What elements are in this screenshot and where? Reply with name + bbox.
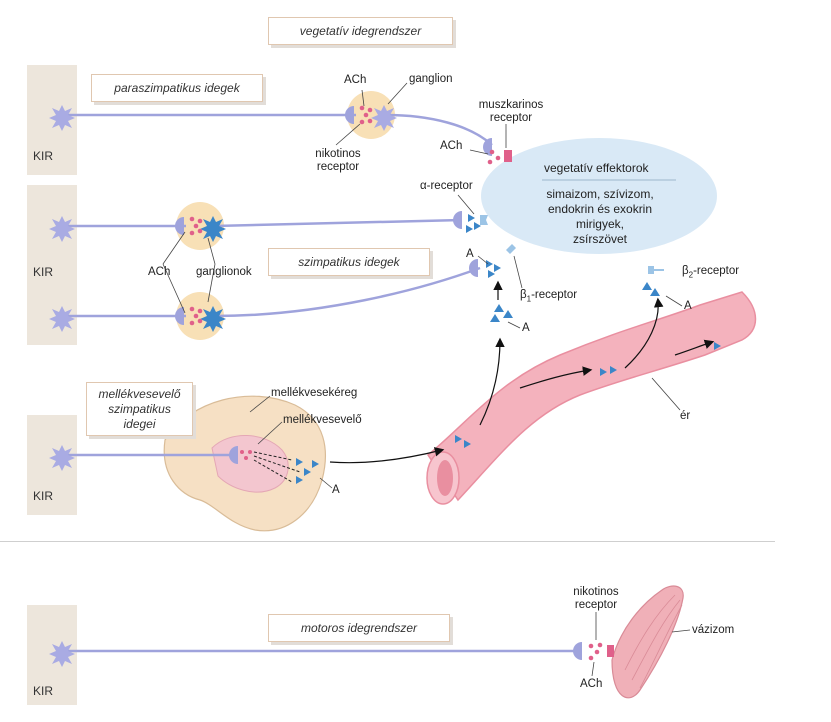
label-nicotinic-para-1: nikotinos: [315, 148, 361, 160]
beta2-sub: 2: [688, 270, 694, 280]
label-adrenaline-adrenal: A: [332, 484, 340, 496]
nerve-axons: [62, 113, 582, 653]
label-muscarinic-1: muszkarinos: [478, 99, 544, 111]
title-sympathetic: szimpatikus idegek: [268, 248, 430, 276]
title-parasympathetic-text: paraszimpatikus idegek: [114, 80, 240, 95]
title-motor: motoros idegrendszer: [268, 614, 450, 642]
blood-vessel: [427, 291, 757, 502]
title-vegetative: vegetatív idegrendszer: [268, 17, 453, 45]
effector-line3: mirigyek,: [575, 217, 624, 231]
kir-label-1: KIR: [33, 149, 54, 163]
label-nicotinic-motor: nikotinos receptor: [560, 586, 632, 612]
neuron-bodies: [49, 105, 397, 667]
label-adrenaline-2: A: [522, 322, 530, 334]
title-adrenal-line3: idegei: [123, 416, 156, 431]
muscle-fibres: [624, 594, 683, 689]
label-adrenaline-1: A: [466, 248, 474, 260]
postganglionic-bodies: [200, 216, 226, 332]
beta2-suffix: -receptor: [693, 265, 740, 277]
label-adrenaline-3: A: [684, 300, 692, 312]
kir-label-3: KIR: [33, 489, 54, 503]
label-vessel: ér: [680, 410, 691, 422]
label-nicotinic-para-2: receptor: [316, 161, 360, 173]
beta2-prefix: β: [682, 265, 689, 277]
label-beta1-receptor: β1-receptor: [520, 289, 577, 305]
beta1-sub: 1: [526, 294, 532, 304]
beta1-prefix: β: [520, 289, 527, 301]
beta1-suffix: -receptor: [531, 289, 578, 301]
label-nicotinic-para: nikotinos receptor: [306, 148, 370, 174]
kir-label-4: KIR: [33, 684, 54, 698]
label-muscarinic-2: receptor: [489, 112, 533, 124]
title-adrenal-line1: mellékvesevelő: [98, 386, 181, 401]
receptor-marks: [480, 150, 664, 657]
release-dashes: [253, 451, 301, 483]
label-ach-para: ACh: [344, 74, 367, 86]
flow-arrows: [329, 280, 715, 464]
nerve-terminals: [175, 106, 582, 660]
effector-line4: zsírszövet: [572, 232, 627, 246]
title-adrenal-line2: szimpatikus: [108, 401, 171, 416]
label-adrenal-medulla: mellékvesevelő: [283, 414, 362, 426]
effector-title: vegetatív effektorok: [544, 161, 649, 175]
label-alpha-receptor: α-receptor: [420, 180, 473, 192]
label-muscarinic: muszkarinos receptor: [474, 99, 548, 125]
title-adrenal: mellékvesevelő szimpatikus idegei: [86, 382, 193, 436]
label-ach-symp: ACh: [148, 266, 171, 278]
effector-line2: endokrin és exokrin: [547, 202, 653, 216]
vessel-opening-inner: [437, 460, 453, 496]
title-motor-text: motoros idegrendszer: [300, 620, 418, 635]
label-nicotinic-motor-2: receptor: [574, 599, 618, 611]
adrenaline-triangles: [296, 214, 721, 484]
effector-ellipse: [481, 138, 717, 254]
leader-lines: [162, 82, 691, 677]
title-sympathetic-text: szimpatikus idegek: [298, 254, 400, 269]
label-ganglion: ganglion: [409, 73, 453, 85]
effector-line1: simaizom, szívizom,: [546, 187, 654, 201]
label-ach-motor: ACh: [580, 678, 603, 690]
section-divider: [0, 541, 775, 542]
label-skeletal-muscle: vázizom: [692, 624, 735, 636]
kir-label-2: KIR: [33, 265, 54, 279]
title-vegetative-text: vegetatív idegrendszer: [299, 23, 422, 38]
label-nicotinic-motor-1: nikotinos: [573, 586, 619, 598]
label-ganglions: ganglionok: [196, 266, 252, 278]
title-parasympathetic: paraszimpatikus idegek: [91, 74, 263, 102]
label-adrenal-cortex: mellékvesekéreg: [271, 387, 358, 399]
label-beta2-receptor: β2-receptor: [682, 265, 739, 281]
label-ach-muscarinic: ACh: [440, 140, 463, 152]
effector-list: simaizom, szívizom, endokrin és exokrin …: [520, 187, 680, 247]
skeletal-muscle: [611, 585, 684, 699]
ach-dots: [189, 105, 603, 661]
